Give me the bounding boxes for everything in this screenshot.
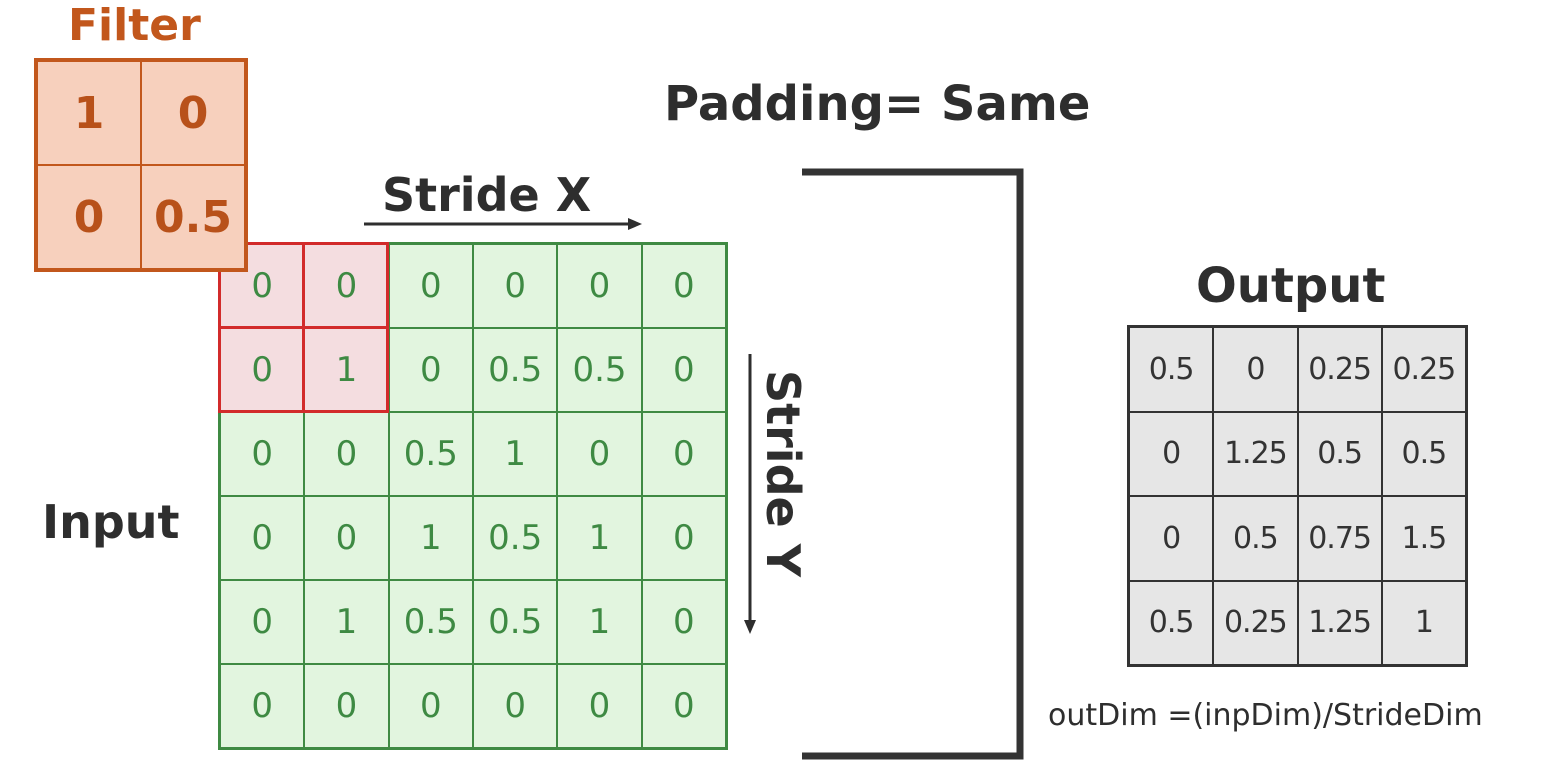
input-cell: 0 [641,328,726,412]
bracket-icon [802,168,1024,760]
input-cell: 1 [557,496,642,580]
input-cell: 0 [220,412,305,496]
filter-cell: 0 [141,61,245,165]
input-cell: 0 [388,328,473,412]
input-cell: 1 [557,580,642,664]
output-cell: 0.5 [1129,580,1214,665]
input-cell: 0 [557,664,642,748]
input-cell: 0 [641,664,726,748]
filter-cell: 0 [37,165,141,269]
input-cell: 1 [304,580,389,664]
input-cell: 0 [304,412,389,496]
input-cell: 0 [220,328,305,412]
input-cell: 0 [220,496,305,580]
output-cell: 0.5 [1213,496,1298,581]
output-cell: 0 [1129,411,1214,496]
input-cell: 0 [304,664,389,748]
output-cell: 0 [1213,327,1298,412]
input-cell: 0.5 [388,580,473,664]
output-cell: 0 [1129,496,1214,581]
input-cell: 0.5 [557,328,642,412]
output-cell: 0.5 [1129,327,1214,412]
input-cell: 0 [304,496,389,580]
input-cell: 0 [473,664,558,748]
input-cell: 1 [304,328,389,412]
output-cell: 1 [1381,580,1466,665]
output-cell: 0.25 [1297,327,1382,412]
input-cell: 0 [220,664,305,748]
input-cell: 0 [557,244,642,328]
stride-x-label: Stride X [382,168,592,222]
output-cell: 1.5 [1381,496,1466,581]
output-cell: 0.25 [1381,327,1466,412]
input-cell: 0 [557,412,642,496]
input-cell: 0 [641,580,726,664]
input-cell: 0 [388,664,473,748]
input-cell: 0.5 [388,412,473,496]
stride-x-arrow-icon [364,218,642,230]
output-cell: 1.25 [1213,411,1298,496]
input-cell: 0 [388,244,473,328]
input-cell: 0 [641,244,726,328]
output-dimension-formula: outDim =(inpDim)/StrideDim [1048,698,1483,733]
output-cell: 0.5 [1297,411,1382,496]
input-cell: 0.5 [473,328,558,412]
input-cell: 0 [641,412,726,496]
input-cell: 0.5 [473,496,558,580]
input-cell: 0 [220,580,305,664]
output-title: Output [1196,258,1386,314]
input-cell: 1 [388,496,473,580]
padding-title: Padding= Same [664,76,1091,132]
output-cell: 0.25 [1213,580,1298,665]
filter-window-divider [218,326,389,329]
input-cell: 0 [473,244,558,328]
filter-cell: 0.5 [141,165,245,269]
filter-cell: 1 [37,61,141,165]
output-cell: 1.25 [1297,580,1382,665]
input-cell: 0.5 [473,580,558,664]
input-title: Input [42,495,180,549]
filter-title: Filter [68,0,201,51]
output-cell: 0.5 [1381,411,1466,496]
input-cell: 1 [473,412,558,496]
output-cell: 0.75 [1297,496,1382,581]
input-cell: 0 [304,244,389,328]
input-cell: 0 [641,496,726,580]
stride-y-arrow-icon [744,354,756,634]
